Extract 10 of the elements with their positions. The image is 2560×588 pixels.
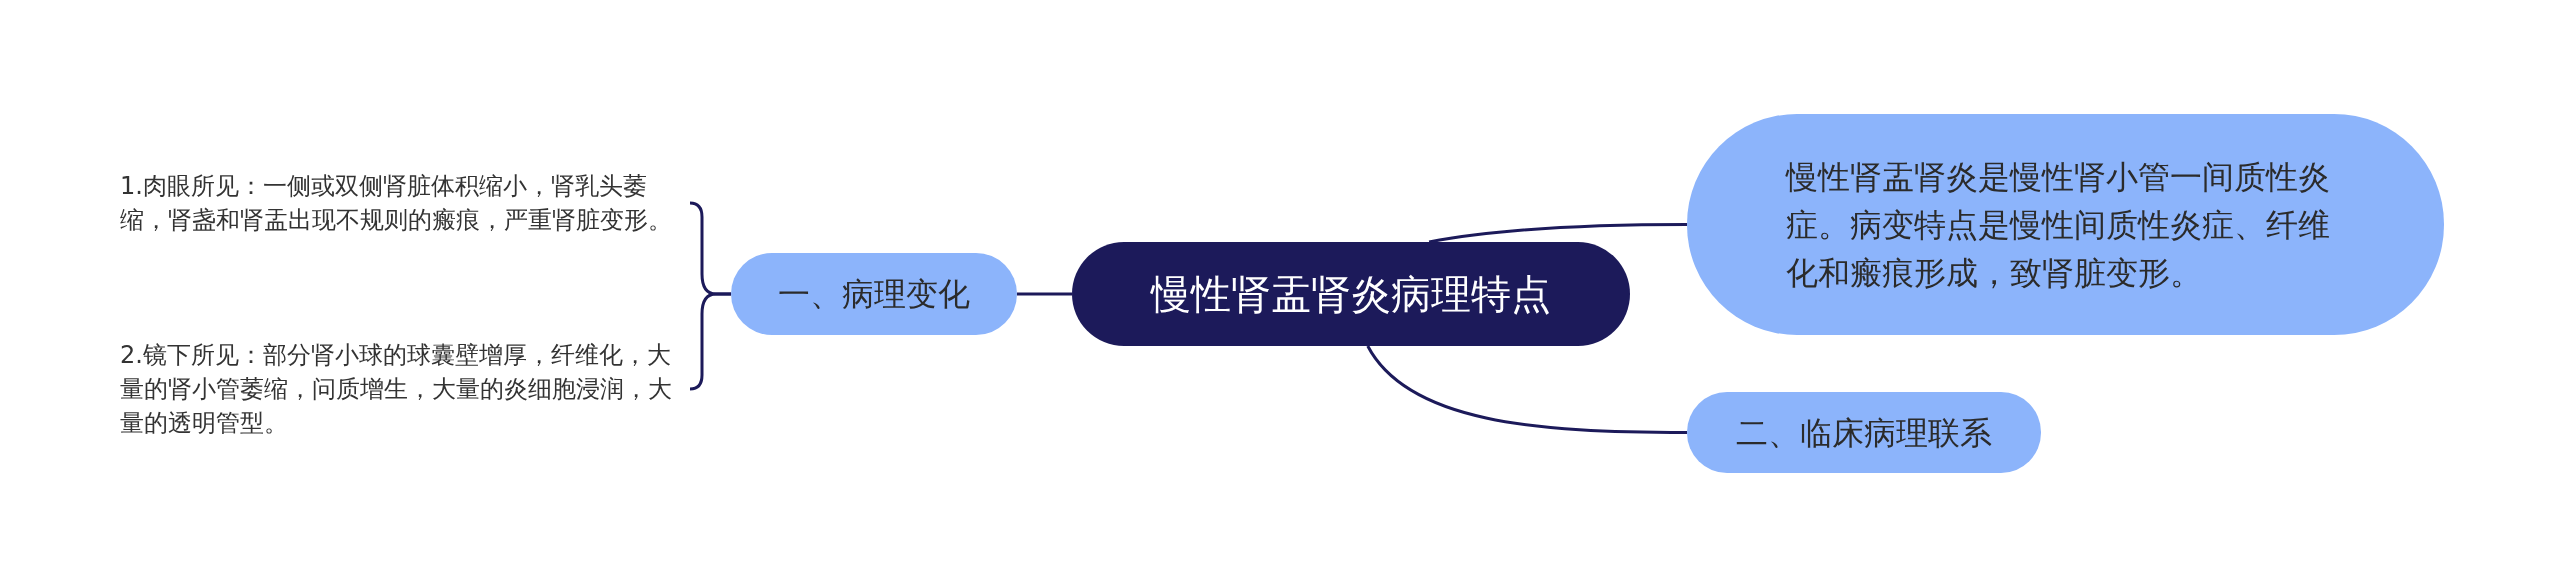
- connector-line: [1428, 223, 1687, 244]
- detail-text: 2.镜下所见：部分肾小球的球囊壁增厚，纤维化，大量的肾小管萎缩，问质增生，大量的炎细胞浸润，大量的透明管型。: [120, 334, 690, 444]
- detail-text: 1.肉眼所见：一侧或双侧肾脏体积缩小，肾乳头萎缩，肾盏和肾盂出现不规则的瘢痕，严重肾脏变形。: [120, 148, 690, 258]
- connector-line: [1366, 345, 1687, 434]
- branch-topic: 二、临床病理联系: [1687, 392, 2041, 473]
- connector-line: [1017, 292, 1072, 296]
- description-topic: 慢性肾盂肾炎是慢性肾小管一间质性炎症。病变特点是慢性间质性炎症、纤维化和瘢痕形成，致肾脏变形。: [1687, 114, 2444, 335]
- connector-line: [689, 292, 731, 391]
- branch-topic: 一、病理变化: [731, 253, 1017, 335]
- root-topic: 慢性肾盂肾炎病理特点: [1072, 242, 1630, 346]
